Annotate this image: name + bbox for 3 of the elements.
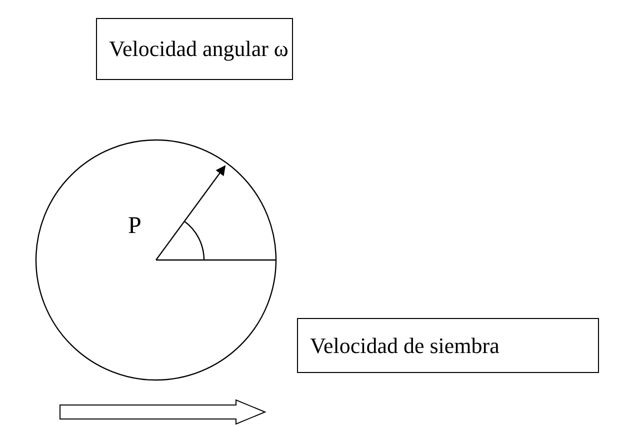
text-box: Velocidad angular ω [96, 18, 293, 80]
text-box: Velocidad de siembra [297, 318, 599, 373]
point-label: P [128, 213, 142, 240]
